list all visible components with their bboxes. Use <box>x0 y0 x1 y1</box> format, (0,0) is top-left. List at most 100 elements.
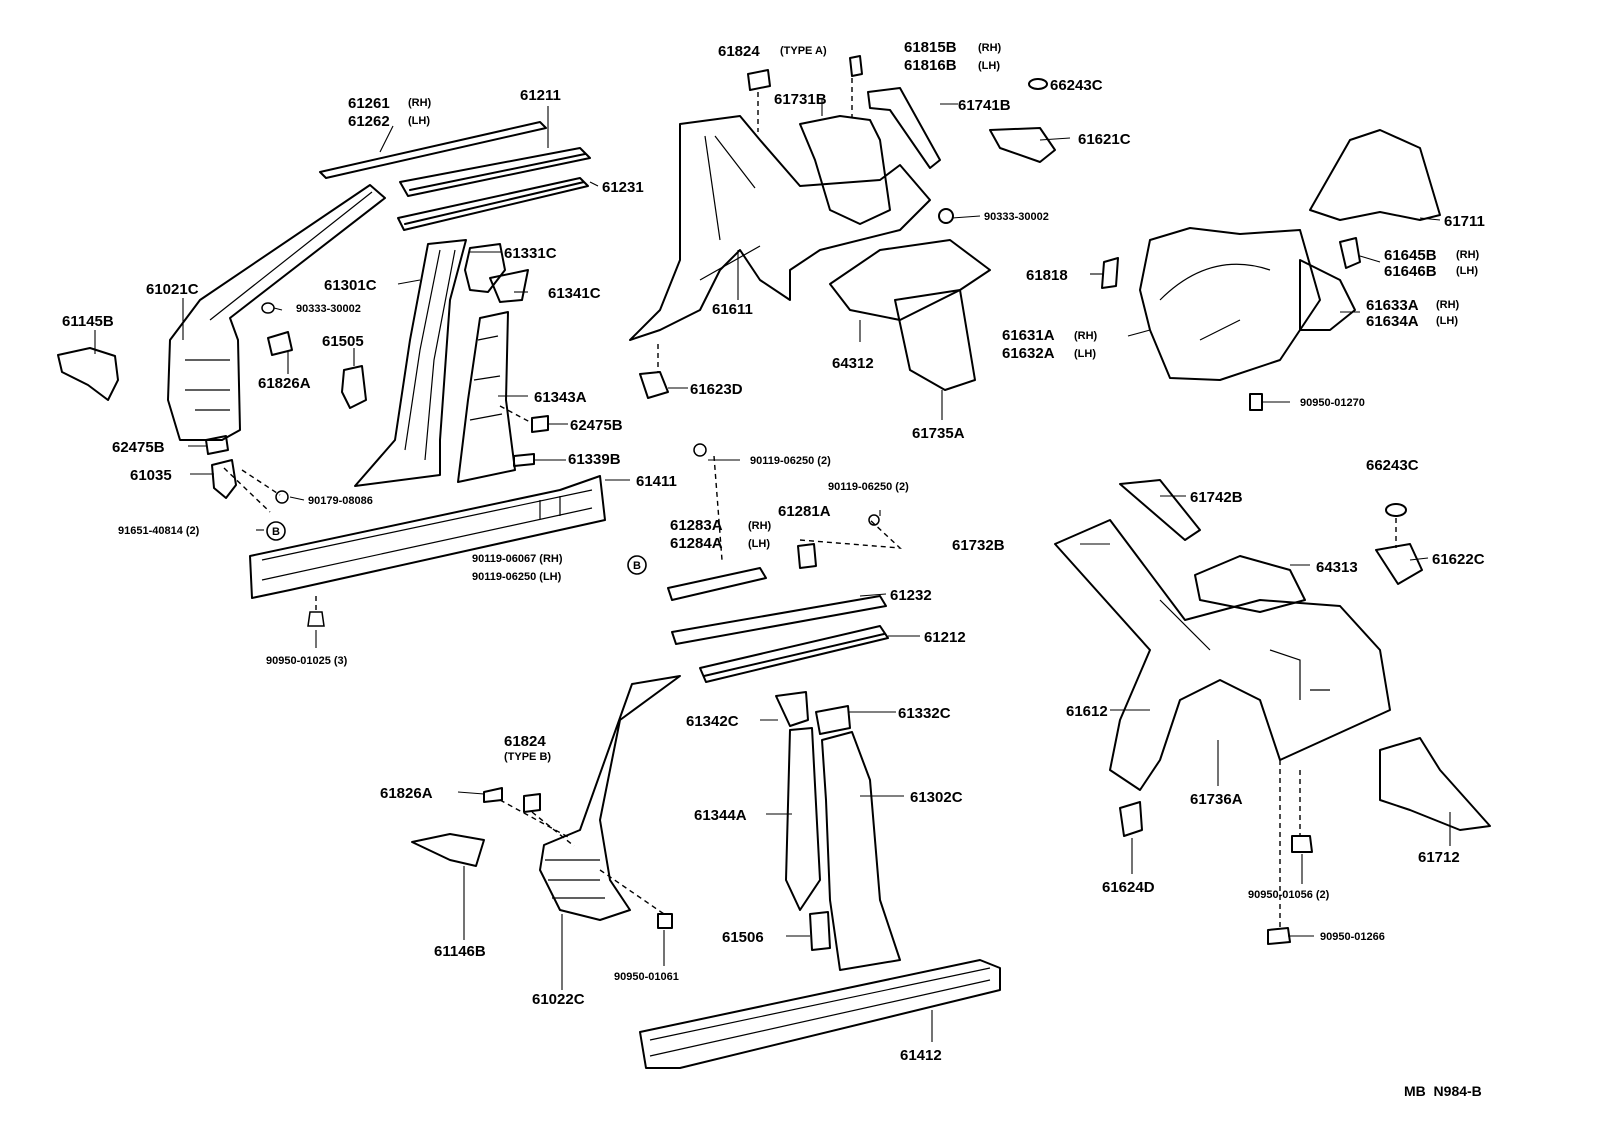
label-61621c: 61621C <box>1078 131 1131 148</box>
part-61631a-wheel-house-outer <box>1139 227 1321 381</box>
label-61262: 61262 <box>348 113 390 130</box>
label-64312: 64312 <box>832 355 874 372</box>
label-90950-01266: 90950-01266 <box>1320 931 1385 943</box>
label-61339b: 61339B <box>568 451 621 468</box>
part-61506-plate <box>809 911 831 951</box>
part-61145b-bracket <box>57 347 119 401</box>
label-61284a-note: (LH) <box>748 538 770 550</box>
part-61283a-bracket <box>667 567 767 601</box>
part-61231-roof-rail-inner <box>397 177 589 231</box>
label-61631a: 61631A <box>1002 327 1055 344</box>
label-61284a: 61284A <box>670 535 723 552</box>
part-61818-plate <box>1101 257 1119 289</box>
label-61231: 61231 <box>602 179 644 196</box>
part-61612-quarter-panel-outer <box>1054 519 1391 791</box>
label-61232: 61232 <box>890 587 932 604</box>
part-61331c-pillar-reinforcement <box>464 243 506 293</box>
label-61711: 61711 <box>1444 213 1485 230</box>
label-61341c: 61341C <box>548 285 601 302</box>
label-61343a: 61343A <box>534 389 587 406</box>
leader-lines <box>94 98 1451 1042</box>
marker-b-center <box>627 555 647 575</box>
label-61021c: 61021C <box>146 281 199 298</box>
label-61824-type-b: 61824 <box>504 733 546 750</box>
reference-markers: B B <box>266 521 647 575</box>
label-61302c: 61302C <box>910 789 963 806</box>
part-61623d-bracket <box>639 371 669 399</box>
label-61634a: 61634A <box>1366 313 1419 330</box>
label-90119-right: 90119-06250 (2) <box>828 481 909 493</box>
marker-b-center-text: B <box>633 560 641 572</box>
part-61342c-reinforcement <box>775 691 809 727</box>
part-61712-lower-panel <box>1379 737 1491 831</box>
part-61022c-front-pillar <box>539 675 681 921</box>
part-61826a-pad-lower <box>483 787 503 803</box>
label-61342c: 61342C <box>686 713 739 730</box>
label-61732b: 61732B <box>952 537 1005 554</box>
label-64313: 64313 <box>1316 559 1358 576</box>
part-61412-rocker-outer <box>639 959 1001 1069</box>
label-61332c: 61332C <box>898 705 951 722</box>
label-66243c-right: 66243C <box>1366 457 1419 474</box>
label-61818: 61818 <box>1026 267 1068 284</box>
label-61712: 61712 <box>1418 849 1460 866</box>
label-61035: 61035 <box>130 467 172 484</box>
label-61742b: 61742B <box>1190 489 1243 506</box>
part-61711-upper-panel <box>1309 129 1441 221</box>
part-61021c-front-pillar <box>167 184 386 441</box>
part-61611-quarter-inner-upper <box>629 115 931 341</box>
label-61632a: 61632A <box>1002 345 1055 362</box>
label-90179: 90179-08086 <box>308 495 373 507</box>
label-62475b-mid: 62475B <box>570 417 623 434</box>
label-61824-type-a-note: (TYPE A) <box>780 45 827 57</box>
part-61735a-quarter-extension <box>894 289 976 391</box>
label-90119-06250-lh: 90119-06250 (LH) <box>472 571 562 583</box>
part-61146b-bracket <box>411 833 485 867</box>
label-61633a-note: (RH) <box>1436 299 1460 311</box>
part-64313-package-tray-side <box>1194 555 1306 613</box>
label-61826a-bottom: 61826A <box>380 785 433 802</box>
nut-90950-01025 <box>307 611 325 627</box>
part-61824-type-b-cap <box>523 793 541 813</box>
label-61281a: 61281A <box>778 503 831 520</box>
label-61736a: 61736A <box>1190 791 1243 808</box>
part-66243c-grommet-top <box>1028 78 1048 90</box>
part-61621c-bracket <box>989 127 1056 163</box>
bolt-90333-left <box>261 302 275 314</box>
label-61412: 61412 <box>900 1047 942 1064</box>
part-61622c-bracket <box>1375 543 1423 585</box>
label-61631a-note: (RH) <box>1074 330 1098 342</box>
label-61506: 61506 <box>722 929 764 946</box>
label-61623d: 61623D <box>690 381 743 398</box>
label-90119-top: 90119-06250 (2) <box>750 455 831 467</box>
part-labels: 61824 (TYPE A) 61815B (RH) 61816B (LH) 6… <box>62 39 1485 1099</box>
part-61343a-center-pillar-inner <box>457 311 516 483</box>
label-61826a-top: 61826A <box>258 375 311 392</box>
label-61624d: 61624D <box>1102 879 1155 896</box>
part-61281a-bracket <box>797 543 817 569</box>
part-61341c-pillar-reinforcement <box>489 269 529 303</box>
part-66243c-grommet-right <box>1385 503 1407 517</box>
label-90333-left: 90333-30002 <box>296 303 361 315</box>
label-61634a-note: (LH) <box>1436 315 1458 327</box>
label-61344a: 61344A <box>694 807 747 824</box>
label-61815b-note: (RH) <box>978 42 1002 54</box>
label-61646b: 61646B <box>1384 263 1437 280</box>
label-61645b-note: (RH) <box>1456 249 1480 261</box>
label-61262-note: (LH) <box>408 115 430 127</box>
label-61611: 61611 <box>712 301 753 318</box>
label-61145b: 61145B <box>62 313 114 330</box>
nut-90179 <box>275 490 289 504</box>
part-61742b-reinforcement <box>1119 479 1201 541</box>
label-61212: 61212 <box>924 629 966 646</box>
label-90950-01056: 90950-01056 (2) <box>1248 889 1330 901</box>
fasteners <box>261 302 880 627</box>
part-61624d-bracket <box>1119 801 1143 837</box>
part-61815b-cap <box>849 55 863 77</box>
label-61633a: 61633A <box>1366 297 1419 314</box>
part-61339b-pad <box>513 453 535 467</box>
label-61735a: 61735A <box>912 425 965 442</box>
label-61632a-note: (LH) <box>1074 348 1096 360</box>
label-61283a-note: (RH) <box>748 520 772 532</box>
